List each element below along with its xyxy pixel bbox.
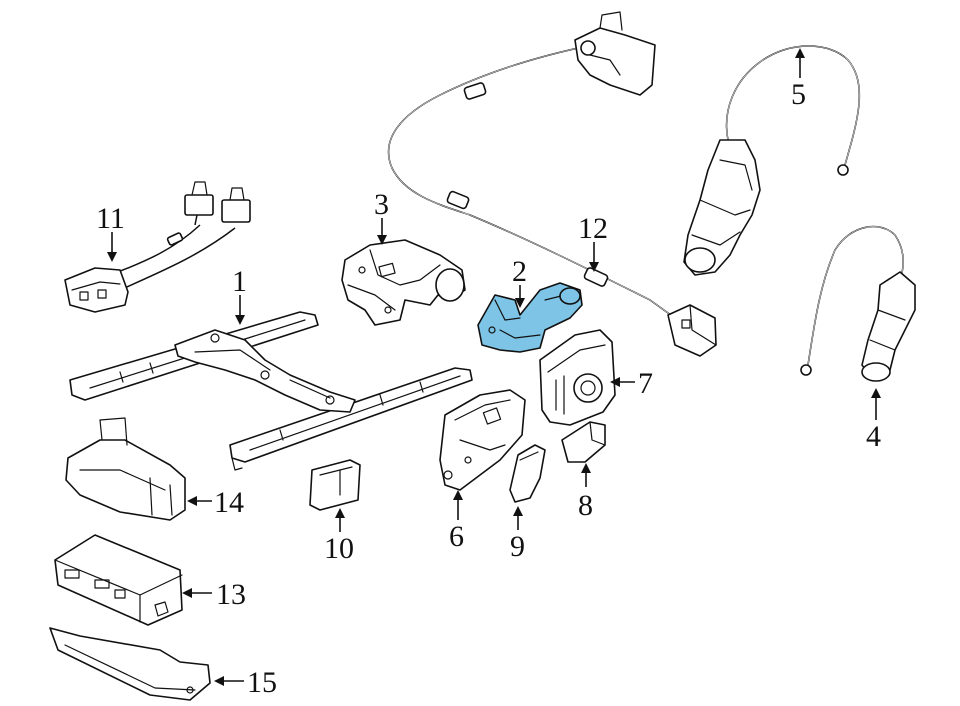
part-8-knob[interactable] xyxy=(561,421,606,463)
callout-label-10: 10 xyxy=(324,532,354,565)
callout-arrows xyxy=(107,48,881,686)
callout-label-13: 13 xyxy=(216,578,246,611)
part-4-motor-cable[interactable] xyxy=(800,225,916,382)
part-7-switch-assembly[interactable] xyxy=(539,329,616,426)
callout-label-1: 1 xyxy=(232,265,247,298)
callout-label-11: 11 xyxy=(96,202,125,235)
part-10-cover[interactable] xyxy=(309,459,361,511)
part-12-wiring-harness[interactable] xyxy=(387,11,717,357)
part-3-motor-bracket[interactable] xyxy=(341,239,466,326)
callout-label-8: 8 xyxy=(578,489,593,522)
callout-label-12: 12 xyxy=(578,212,608,245)
callout-label-5: 5 xyxy=(791,78,806,111)
part-15-bracket[interactable] xyxy=(49,627,211,701)
part-1-seat-track[interactable] xyxy=(69,311,473,471)
part-5-motor-cable[interactable] xyxy=(683,45,861,276)
part-2-motor-highlighted[interactable] xyxy=(477,282,583,353)
callout-label-2: 2 xyxy=(512,255,527,288)
callout-label-14: 14 xyxy=(214,486,244,519)
callout-label-4: 4 xyxy=(866,420,881,453)
part-13-module[interactable] xyxy=(54,534,183,626)
callout-label-15: 15 xyxy=(247,666,277,699)
part-14-housing[interactable] xyxy=(65,417,186,521)
callout-label-9: 9 xyxy=(510,530,525,563)
part-6-bezel[interactable] xyxy=(439,389,526,491)
callout-label-7: 7 xyxy=(638,367,653,400)
callout-label-6: 6 xyxy=(449,520,464,553)
part-9-knob[interactable] xyxy=(509,444,546,503)
part-11-harness[interactable] xyxy=(64,181,251,313)
callout-label-3: 3 xyxy=(374,188,389,221)
